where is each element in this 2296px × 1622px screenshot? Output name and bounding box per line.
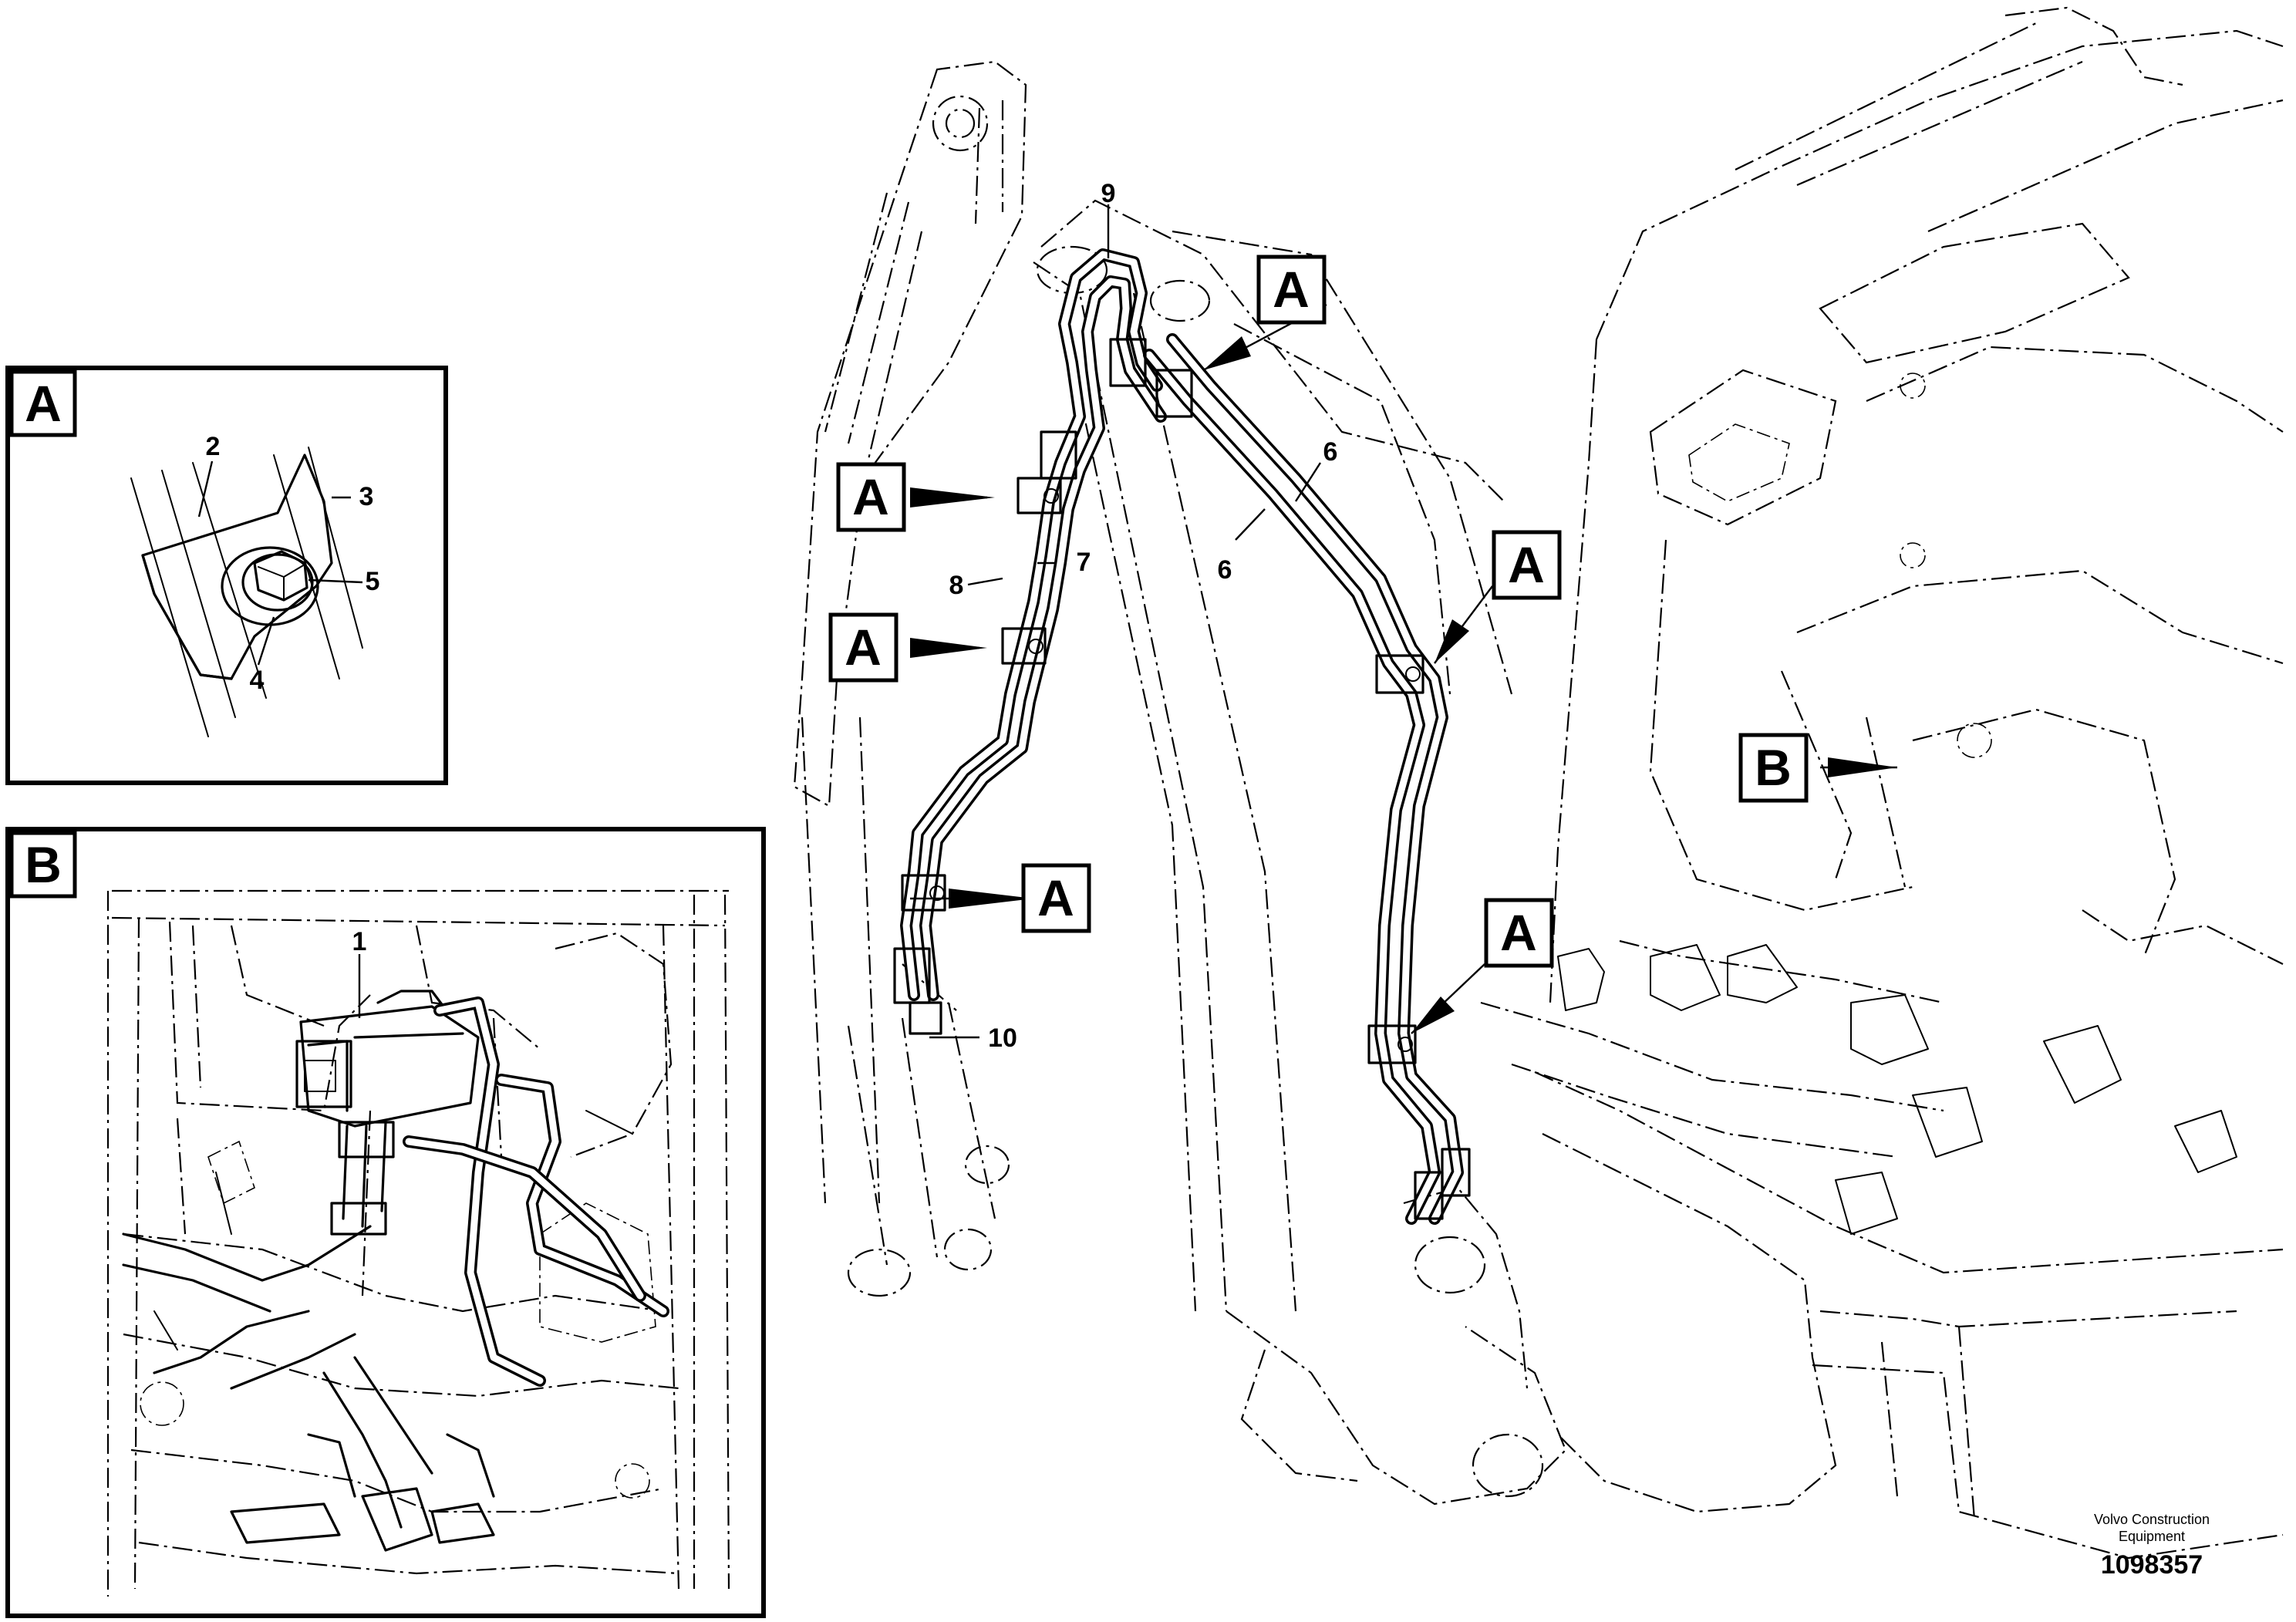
machine-phantom-outline: [793, 6, 2284, 1560]
part-number-10: 10: [988, 1023, 1017, 1053]
footer-brand: Volvo Construction Equipment 1098357: [2094, 1512, 2210, 1580]
part-number-8: 8: [949, 571, 964, 600]
callout-b1: B: [1738, 733, 1809, 803]
svg-text:A: A: [845, 619, 882, 676]
svg-text:A: A: [1037, 869, 1074, 926]
brand-line-1: Volvo Construction: [2094, 1512, 2210, 1527]
detail-a-label: A: [25, 375, 62, 432]
callout-a2: A: [836, 462, 906, 532]
callout-a6: A: [1484, 898, 1554, 968]
detail-b-label: B: [25, 836, 62, 893]
callout-a1: A: [1256, 255, 1327, 325]
detail-b-inset: B: [5, 827, 766, 1618]
callout-a4: A: [1021, 863, 1091, 933]
part-number-1: 1: [352, 927, 367, 956]
detail-a-inset: A: [5, 366, 448, 785]
main-callouts: [910, 204, 1897, 1039]
callout-a3: A: [828, 612, 899, 683]
part-number-6-upper: 6: [1323, 437, 1338, 467]
svg-text:A: A: [852, 468, 889, 525]
part-number-4: 4: [250, 666, 265, 695]
svg-text:A: A: [1500, 904, 1537, 961]
part-number-9: 9: [1101, 179, 1116, 208]
hydraulic-lines: [893, 248, 1471, 1225]
svg-text:B: B: [1755, 739, 1792, 796]
part-number-2: 2: [206, 432, 221, 461]
part-number-5: 5: [366, 567, 380, 596]
svg-text:A: A: [1273, 261, 1310, 318]
callout-a5: A: [1492, 530, 1562, 600]
svg-text:A: A: [1508, 536, 1545, 593]
brand-line-2: Equipment: [2119, 1529, 2185, 1544]
drawing-number: 1098357: [2101, 1550, 2203, 1580]
part-number-6-lower: 6: [1218, 555, 1232, 585]
part-number-7: 7: [1077, 548, 1091, 577]
part-number-3: 3: [359, 482, 374, 511]
